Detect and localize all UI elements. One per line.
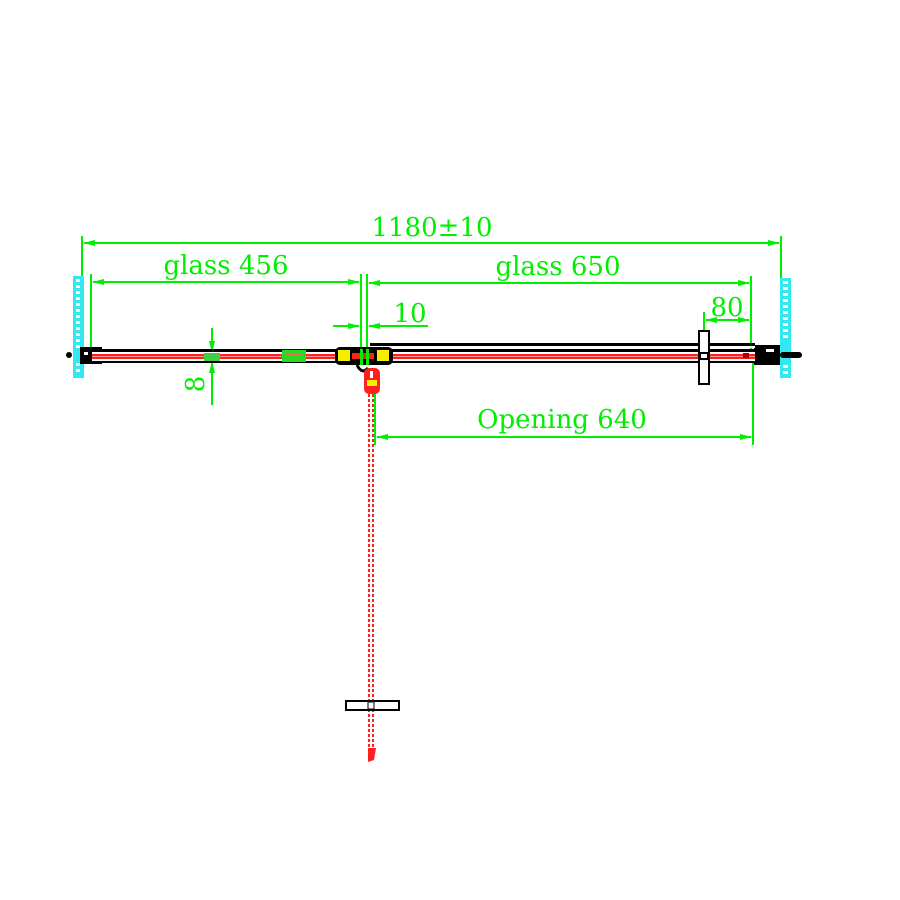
overall-dimension-label: 1180±10 [371,213,492,243]
glass-fixed-label: glass 456 [163,251,288,281]
door-handle-open [345,700,400,711]
overall-dimension: 1180±10 [81,213,782,356]
center-seal [335,347,393,373]
right-wall-profile [754,278,802,378]
glass-thickness-dimension: 8 [181,328,221,405]
fixed-glass-panel [90,349,362,363]
handle-offset-dimension: 80 [703,293,750,336]
glass-fixed-dimension: glass 456 [90,251,362,356]
opened-door-path [368,394,376,762]
handle-offset-label: 80 [710,293,743,323]
glass-sliding-dimension: glass 650 [366,252,752,356]
door-handle-closed [698,330,710,385]
opening-label: Opening 640 [477,405,647,435]
glass-thickness-label: 8 [181,376,211,393]
overlap-gap-dimension: 10 [333,299,428,329]
opening-dimension: Opening 640 [374,356,754,445]
sliding-glass-panel [362,343,755,363]
glass-sliding-label: glass 650 [495,252,620,282]
overlap-gap-label: 10 [393,299,426,329]
door-hinge [364,368,380,394]
